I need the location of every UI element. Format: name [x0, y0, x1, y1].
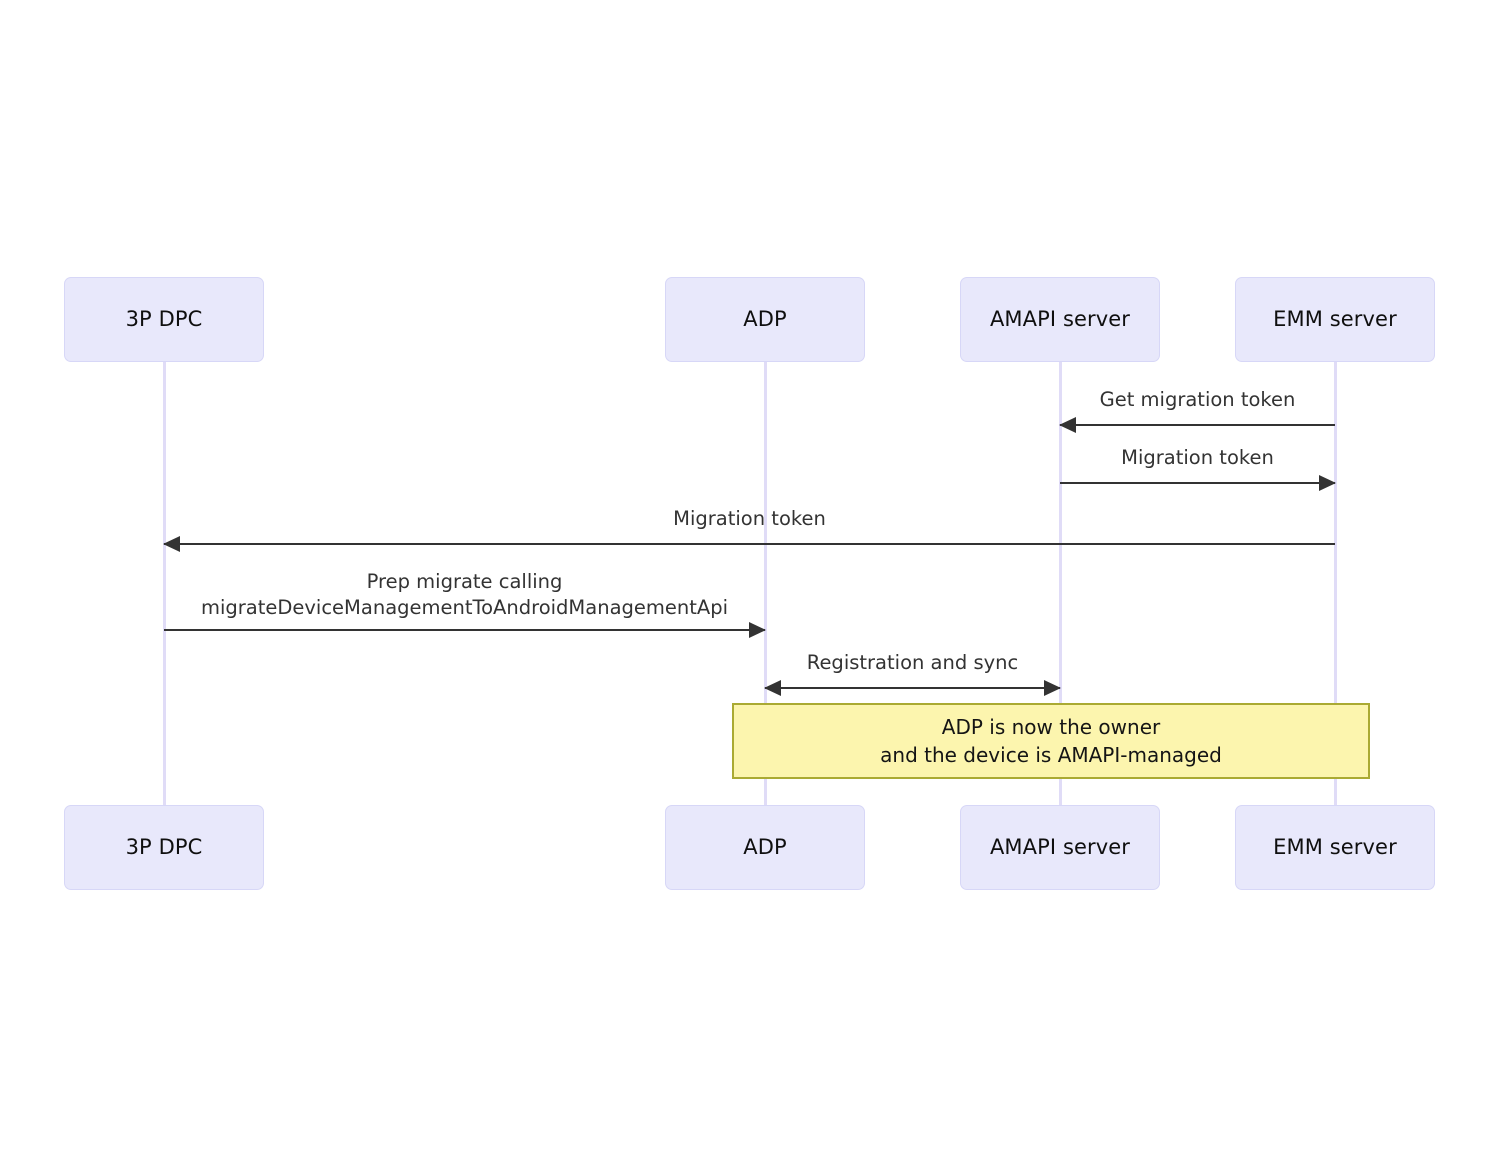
participant-label: AMAPI server: [989, 306, 1131, 331]
message-label: Prep migrate calling migrateDeviceManage…: [200, 570, 729, 619]
participant-top-amapi-server[interactable]: AMAPI server: [960, 277, 1160, 362]
participant-label: AMAPI server: [989, 834, 1131, 859]
note-adp-owner: ADP is now the owner and the device is A…: [732, 703, 1370, 779]
participant-label: ADP: [743, 306, 787, 331]
message-line: [765, 687, 1060, 690]
participant-bottom-emm-server[interactable]: EMM server: [1235, 805, 1435, 890]
message-line: [1060, 482, 1335, 485]
message-label: Registration and sync: [806, 651, 1019, 674]
participant-bottom-amapi-server[interactable]: AMAPI server: [960, 805, 1160, 890]
participant-label: EMM server: [1273, 306, 1397, 331]
message-line: [164, 543, 1335, 546]
message-label: Migration token: [673, 507, 826, 530]
participant-label: ADP: [743, 834, 787, 859]
participant-label: EMM server: [1273, 834, 1397, 859]
arrowhead-right-icon: [1044, 679, 1061, 696]
participant-bottom-adp[interactable]: ADP: [665, 805, 865, 890]
message-label: Migration token: [1121, 446, 1274, 469]
arrowhead-right-icon: [749, 621, 766, 638]
message-label: Get migration token: [1099, 388, 1296, 411]
arrowhead-left-icon: [1059, 416, 1076, 433]
note-text: ADP is now the owner and the device is A…: [880, 715, 1222, 767]
participant-top-3p-dpc[interactable]: 3P DPC: [64, 277, 264, 362]
lifeline-emm-server: [1333, 362, 1337, 805]
message-line: [164, 629, 765, 632]
arrowhead-right-icon: [1319, 474, 1336, 491]
lifeline-3p-dpc: [162, 362, 166, 805]
lifeline-adp: [763, 362, 767, 805]
arrowhead-left-icon: [163, 535, 180, 552]
lifeline-amapi-server: [1058, 362, 1062, 805]
participant-top-emm-server[interactable]: EMM server: [1235, 277, 1435, 362]
participant-label: 3P DPC: [125, 834, 203, 859]
message-line: [1060, 424, 1335, 427]
arrowhead-left-icon: [764, 679, 781, 696]
participant-top-adp[interactable]: ADP: [665, 277, 865, 362]
participant-label: 3P DPC: [125, 306, 203, 331]
participant-bottom-3p-dpc[interactable]: 3P DPC: [64, 805, 264, 890]
